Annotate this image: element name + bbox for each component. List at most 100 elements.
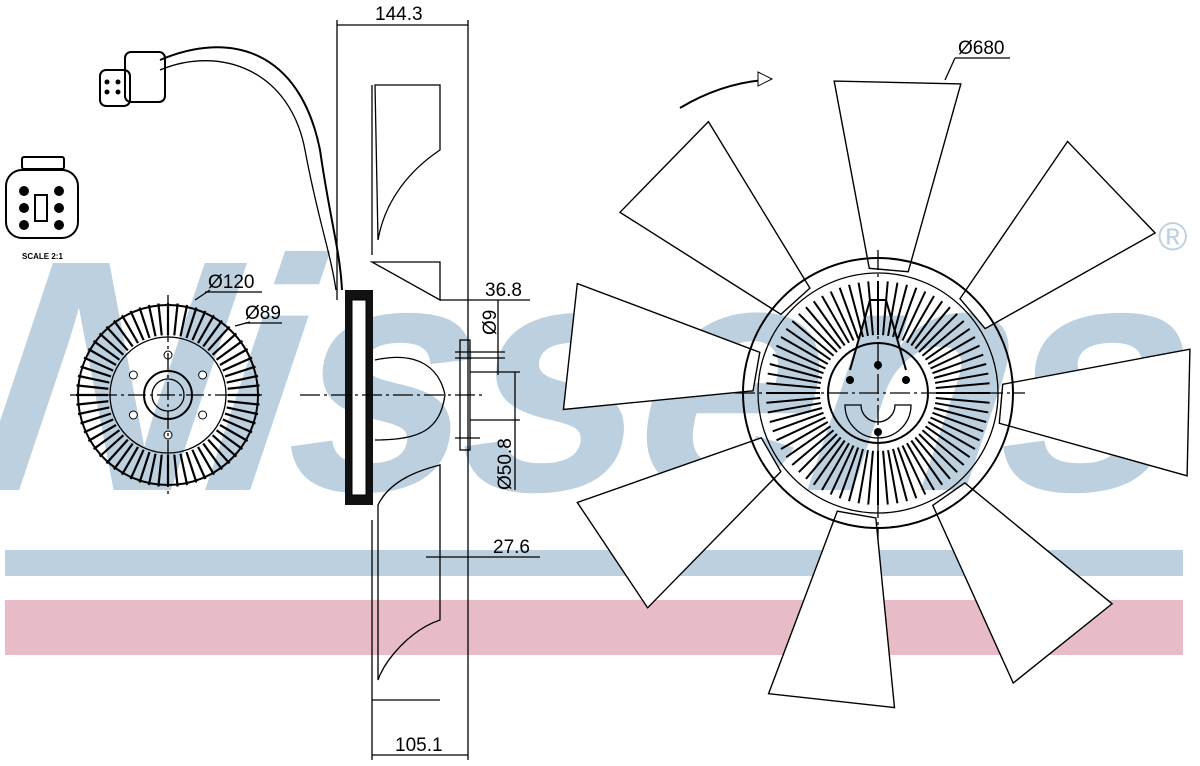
hub-cooling-fin [896, 447, 918, 499]
fan-blade-3 [998, 348, 1191, 477]
clutch-cooling-fin [80, 412, 112, 425]
clutch-cooling-fin [191, 449, 207, 480]
hub-cooling-fin [767, 402, 822, 414]
hub-cooling-fin [896, 287, 918, 339]
hub-cooling-fin [805, 306, 842, 350]
hub-cooling-fin [857, 449, 869, 504]
clutch-cooling-fin [113, 442, 134, 471]
clutch-cooling-fin [113, 319, 134, 348]
hub-cooling-fin [918, 433, 958, 473]
clutch-cooling-fin [76, 384, 109, 390]
clutch-cooling-fin [202, 442, 223, 471]
hub-cooling-fin [776, 416, 826, 442]
clutch-cooling-fin [92, 340, 121, 361]
clutch-bolt [128, 410, 138, 420]
connector-detail: SCALE 2:1 [5, 156, 79, 261]
clutch-cooling-fin [76, 400, 109, 406]
hub-cooling-fin [901, 291, 927, 341]
fan-blade-7 [562, 282, 761, 411]
clutch-cooling-fin [222, 418, 253, 434]
fan-front-view: Ø680 [562, 38, 1191, 709]
fan-blade-4 [931, 482, 1114, 685]
hub-cooling-fin [924, 425, 971, 459]
fan-side-view: 144.3 36.8 Ø9 Ø50.8 27.6 105.1 [300, 4, 540, 760]
rotation-arrow [679, 79, 766, 109]
hub-cooling-fin [921, 429, 965, 466]
dim-pilot-diameter: Ø50.8 [495, 438, 516, 490]
dim-inner-diameter: Ø89 [245, 303, 281, 324]
clutch-cooling-fin [226, 374, 259, 384]
clutch-cooling-fin [157, 454, 163, 487]
clutch-cooling-fin [121, 314, 139, 344]
hub-cooling-fin [848, 448, 864, 502]
hub-cooling-fin [935, 382, 990, 389]
hub-cooling-fin [910, 439, 944, 486]
clutch-cooling-fin [157, 303, 163, 336]
clutch-cooling-fin [197, 314, 215, 344]
clutch-cooling-fin [226, 406, 259, 416]
hub-cooling-fin [882, 450, 889, 505]
dim-blade-offset: 27.6 [493, 537, 530, 558]
clutch-cooling-fin [147, 304, 157, 337]
hub-cooling-fin [867, 281, 874, 336]
hub-cooling-fin [930, 344, 980, 370]
hub-cooling-fin [887, 282, 899, 337]
clutch-cooling-fin [219, 424, 249, 442]
clutch-cooling-fin [77, 406, 110, 416]
hub-cooling-fin [838, 447, 860, 499]
hub-cooling-fin [933, 363, 987, 379]
hub-cooling-fin [785, 327, 832, 361]
hub-cooling-fin [901, 445, 927, 495]
clutch-cooling-fin [185, 307, 198, 339]
hub-cooling-fin [857, 282, 869, 337]
hub-cooling-fin [906, 442, 935, 491]
hub-cooling-fin [867, 450, 874, 505]
clutch-cooling-fin [87, 348, 117, 366]
hub-cooling-fin [791, 429, 835, 466]
hub-cooling-fin [798, 313, 838, 353]
clutch-cooling-fin [191, 310, 207, 341]
clutch-cooling-fin [92, 429, 121, 450]
dim-hub-offset: 36.8 [485, 280, 522, 301]
clutch-cooling-fin [219, 348, 249, 366]
hub-cooling-fin [780, 336, 829, 365]
hub-cooling-fin [821, 295, 850, 344]
hub-cooling-fin [791, 320, 835, 357]
clutch-cooling-fin [129, 449, 145, 480]
hub-cooling-fin [910, 300, 944, 347]
dim-base-width: 105.1 [395, 735, 443, 756]
hub-cooling-fin [932, 353, 984, 375]
clutch-bolt [198, 410, 208, 420]
scale-label: SCALE 2:1 [22, 252, 63, 261]
hub-cooling-fin [914, 306, 951, 350]
dim-outer-diameter: Ø120 [208, 272, 254, 293]
clutch-cooling-fin [215, 340, 244, 361]
fan-blade-8 [618, 120, 811, 316]
clutch-cooling-fin [129, 310, 145, 341]
clutch-cooling-fin [105, 325, 129, 352]
hub-cooling-fin [838, 287, 860, 339]
hub-cooling-fin [780, 421, 829, 450]
hub-cooling-fin [776, 344, 826, 370]
clutch-cooling-fin [179, 453, 189, 486]
hub-cooling-fin [934, 402, 989, 414]
clutch-cooling-fin [80, 365, 112, 378]
clutch-cooling-fin [121, 446, 139, 476]
hub-cooling-fin [821, 442, 850, 491]
clutch-cooling-fin [185, 451, 198, 483]
hub-cooling-fin [766, 382, 821, 389]
clutch-cooling-fin [173, 303, 179, 336]
clutch-cooling-fin [222, 356, 253, 372]
clutch-cooling-fin [179, 304, 189, 337]
hub-cooling-fin [882, 281, 889, 336]
clutch-cooling-fin [211, 434, 238, 458]
clutch-cooling-fin [197, 446, 215, 476]
clutch-cooling-fin [215, 429, 244, 450]
clutch-cooling-fin [138, 451, 151, 483]
hub-cooling-fin [924, 327, 971, 361]
hub-cooling-fin [914, 436, 951, 480]
hub-cooling-fin [812, 300, 846, 347]
fan-blade-5 [767, 510, 896, 709]
hub-cooling-fin [766, 397, 821, 404]
